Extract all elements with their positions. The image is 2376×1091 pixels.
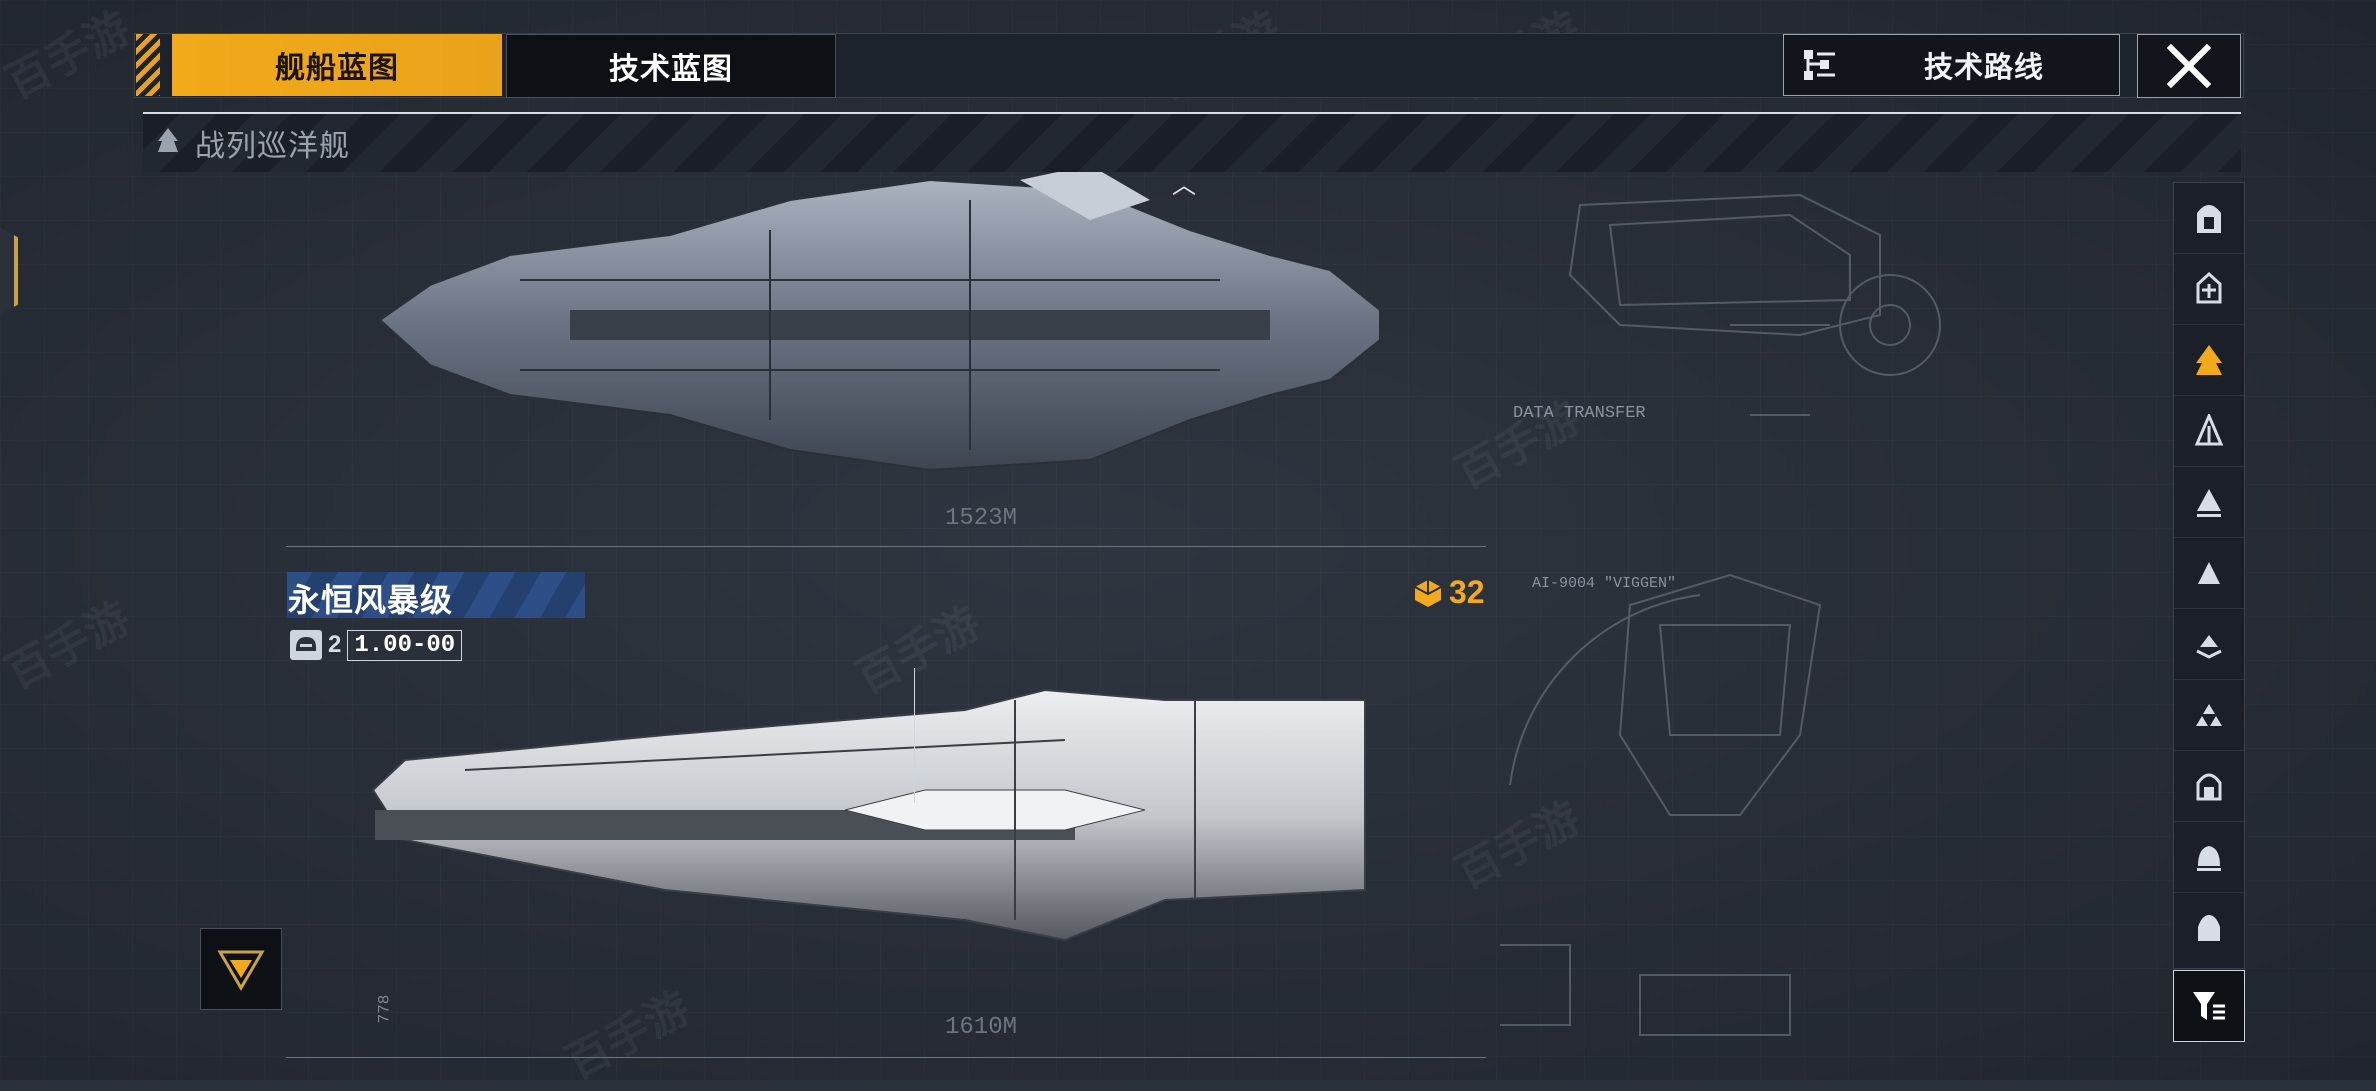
ship-code-label: AI-9004 "VIGGEN" [1532,575,1677,592]
sidebar-item-formation[interactable] [2174,680,2244,751]
sidebar-item-corvette[interactable] [2174,538,2244,609]
ship-preview-bottom[interactable] [365,680,1375,960]
destroyer-icon [2194,414,2224,446]
blueprint-cost: 32 [1413,574,1485,611]
blueprint-schematics [1500,193,1941,1036]
ship-name: 永恒风暴级 [288,582,454,618]
ship-stat: 2 1.00-00 [290,628,463,662]
ship-name-bar [287,572,585,618]
filter-button[interactable] [2173,970,2245,1042]
category-label: 战列巡洋舰 [195,130,350,163]
sidebar-item-battlecruiser[interactable] [2174,325,2244,396]
accent-stripe [136,34,160,96]
ship-class-sidebar [2173,182,2245,969]
sidebar-item-cruiser[interactable] [2174,254,2244,325]
sidebar-item-support[interactable] [2174,751,2244,822]
battlecruiser-icon [2196,345,2222,375]
data-transfer-label: DATA TRANSFER [1513,404,1646,423]
cruiser-icon [2196,272,2222,304]
sidebar-item-utility[interactable] [2174,893,2244,963]
collapse-chevron-icon[interactable]: ︿ [1172,172,1196,199]
tab-label: 舰船蓝图 [275,52,399,85]
triangle-down-icon [217,950,265,991]
tech-route-label: 技术路线 [1924,52,2045,84]
battlecruiser-icon [158,128,178,152]
top-length-label: 1523M [945,505,1018,532]
sidebar-item-fighter[interactable] [2174,609,2244,680]
ship-preview-top[interactable] [370,170,1390,480]
tab-tech-blueprint[interactable]: 技术蓝图 [506,34,836,98]
callout-line [914,668,915,803]
corvette-icon [2198,562,2220,584]
tab-ship-blueprint[interactable]: 舰船蓝图 [172,34,502,96]
stat-value: 1.00-00 [347,629,463,661]
sidebar-item-auxiliary[interactable] [2174,822,2244,893]
support-icon [2196,773,2222,801]
carrier-icon [2197,205,2221,233]
bottom-length-label: 1610M [945,1014,1018,1041]
sidebar-item-frigate[interactable] [2174,467,2244,538]
close-icon [2167,44,2211,88]
frigate-icon [2197,489,2221,517]
category-bar [143,112,2241,172]
close-button[interactable] [2137,34,2241,98]
filter-icon [2193,992,2225,1020]
fighter-icon [2196,635,2222,659]
utility-icon [2198,915,2220,941]
formation-icon [2196,704,2222,726]
tab-label: 技术蓝图 [609,53,733,86]
helmet-icon [290,630,322,660]
tech-route-button[interactable]: 技术路线 [1783,34,2120,96]
tree-list-icon [1804,50,1835,80]
ship-switch-button[interactable] [200,928,282,1010]
top-ruler [286,546,1486,547]
cube-icon [1414,579,1442,607]
stat-count: 2 [328,631,342,658]
auxiliary-icon [2197,846,2221,871]
sidebar-item-destroyer[interactable] [2174,396,2244,467]
sidebar-item-carrier[interactable] [2174,183,2244,254]
cost-value: 32 [1449,574,1485,610]
corner-number: 778 [375,994,394,1024]
bottom-ruler [286,1057,1486,1058]
